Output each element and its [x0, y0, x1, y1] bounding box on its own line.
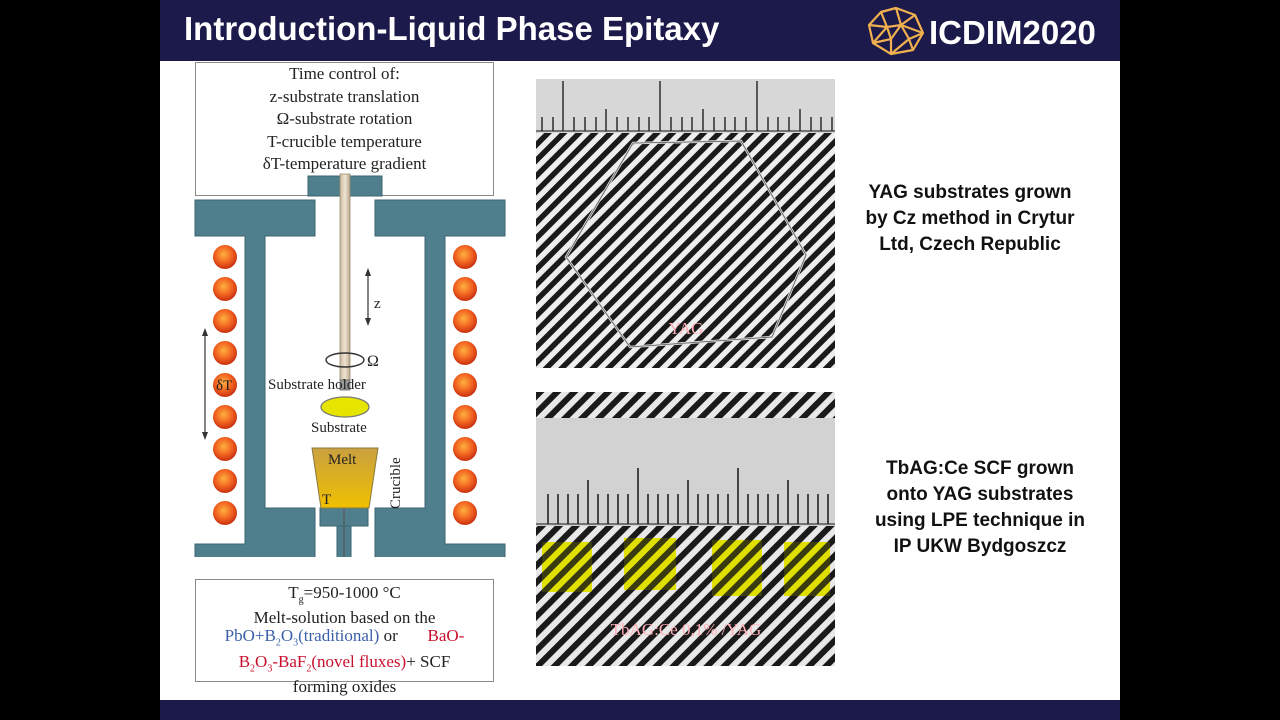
time-control-line: Time control of:: [289, 64, 400, 83]
flux-line-2: B2O3-BaF2(novel fluxes)+ SCF: [238, 651, 451, 675]
conference-logo: ICDIM2020: [865, 5, 1115, 57]
time-control-line: z-substrate translation: [269, 86, 420, 106]
tbag-photo-label: TbAG:Ce 0,1% /YAG: [611, 620, 762, 639]
time-control-box: Time control of: z-substrate translation…: [195, 62, 494, 196]
omega-label: Ω: [367, 353, 379, 370]
time-control-line: T-crucible temperature: [267, 131, 422, 151]
t-label: T: [322, 492, 331, 508]
crucible: [311, 447, 379, 509]
yag-caption: YAG substrates grown by Cz method in Cry…: [865, 182, 1075, 255]
slide: Introduction-Liquid Phase Epitaxy ICDIM2…: [160, 0, 1120, 720]
flux-line-3: forming oxides: [292, 677, 397, 697]
flux-line-1: PbO+B2O3(traditional) or BaO-: [224, 626, 465, 649]
conference-name: ICDIM2020: [929, 14, 1096, 51]
lpe-furnace-diagram: z Ω Substrate holder Substrate Melt T Cr…: [194, 173, 506, 557]
delta-t-label: δT: [216, 378, 232, 394]
growth-temperature: Tg=950-1000 °C: [288, 583, 401, 606]
slide-footer: [160, 700, 1120, 720]
ruler-strip: [536, 418, 835, 526]
ruler-strip: [536, 79, 835, 133]
substrate-disc: [320, 396, 370, 418]
crucible-label: Crucible: [388, 457, 404, 509]
z-label: z: [374, 296, 381, 312]
tbag-caption: TbAG:Ce SCF grown onto YAG substrates us…: [874, 458, 1086, 557]
melt-solution-box: Tg=950-1000 °C Melt-solution based on th…: [195, 579, 494, 696]
melt-solution-line: Melt-solution based on the: [253, 608, 436, 628]
geodesic-sphere-icon: [867, 6, 925, 56]
yag-photo-label: YAG: [669, 319, 704, 338]
heater-coils-left: [213, 245, 237, 525]
ruler-ticks: [541, 81, 833, 131]
substrate-rod: [339, 173, 351, 381]
substrate-holder-label: Substrate holder: [268, 377, 366, 393]
ruler-ticks: [547, 468, 829, 524]
substrate-label: Substrate: [311, 420, 367, 436]
melt-label: Melt: [328, 452, 357, 468]
furnace-left-wall: [194, 199, 316, 557]
tbag-film-samples: [542, 538, 830, 596]
tbag-films-photo: TbAG:Ce 0,1% /YAG: [536, 392, 835, 666]
rotation-indicator: [325, 352, 365, 368]
time-control-line: Ω-substrate rotation: [276, 109, 413, 128]
holder-clamp: [339, 379, 351, 391]
slide-header: Introduction-Liquid Phase Epitaxy ICDIM2…: [160, 0, 1120, 61]
time-control-line: δT-temperature gradient: [262, 154, 427, 173]
slide-title: Introduction-Liquid Phase Epitaxy: [184, 10, 720, 47]
heater-coils-right: [453, 245, 477, 525]
yag-substrate-photo: YAG: [536, 79, 835, 368]
furnace-right-wall: [374, 199, 506, 557]
